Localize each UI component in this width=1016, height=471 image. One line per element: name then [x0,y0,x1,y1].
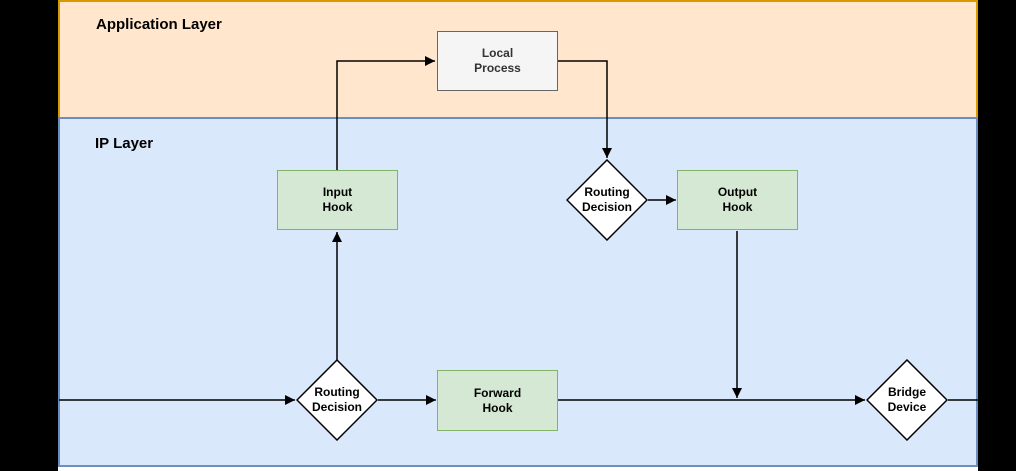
local-process-node: Local Process [437,31,558,91]
routing-decision-top-node: Routing Decision [566,159,648,241]
diamond-shape [566,159,648,241]
application-layer-label: Application Layer [96,16,222,33]
diamond-shape [866,359,948,441]
bridge-device-label: Bridge Device [887,385,927,414]
bridge-device-node: Bridge Device [866,359,948,441]
routing-decision-bottom-label: Routing Decision [311,385,362,414]
routing-decision-top-label: Routing Decision [581,185,632,214]
forward-hook-node: Forward Hook [437,370,558,431]
routing-decision-bottom-node: Routing Decision [296,359,378,441]
ip-layer-label: IP Layer [95,135,154,152]
diamond-shape [296,359,378,441]
output-hook-node: Output Hook [677,170,798,230]
input-hook-node: Input Hook [277,170,398,230]
